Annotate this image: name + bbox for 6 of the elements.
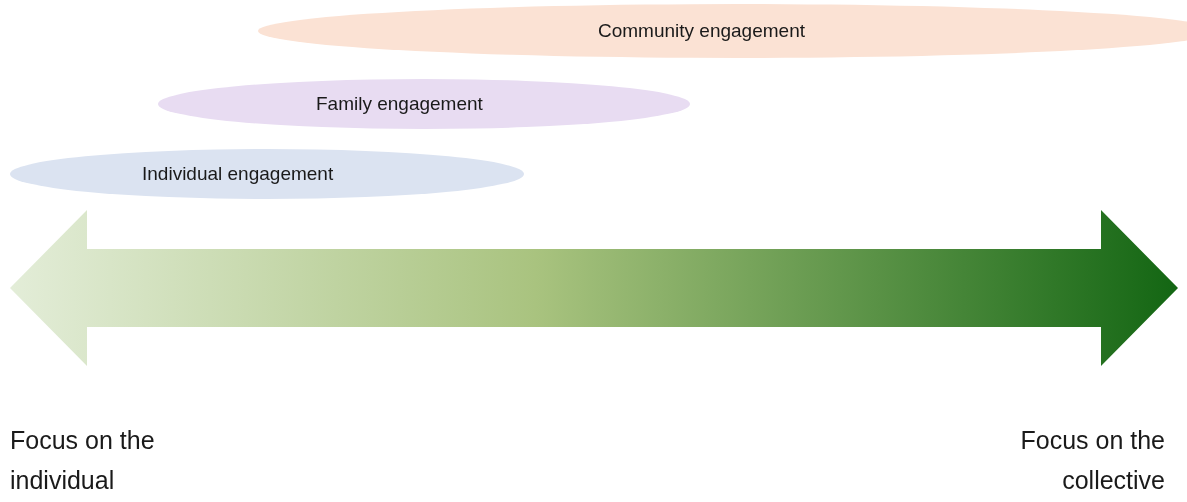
ellipse-label: Family engagement: [316, 91, 483, 116]
ellipse-label: Individual engagement: [142, 161, 334, 186]
engagement-ellipse: [258, 4, 1187, 58]
axis-end-label: Focus on the collective: [1019, 425, 1165, 496]
ellipse-label: Community engagement: [598, 18, 805, 43]
axis-end-label: Focus on the individual: [10, 425, 156, 496]
